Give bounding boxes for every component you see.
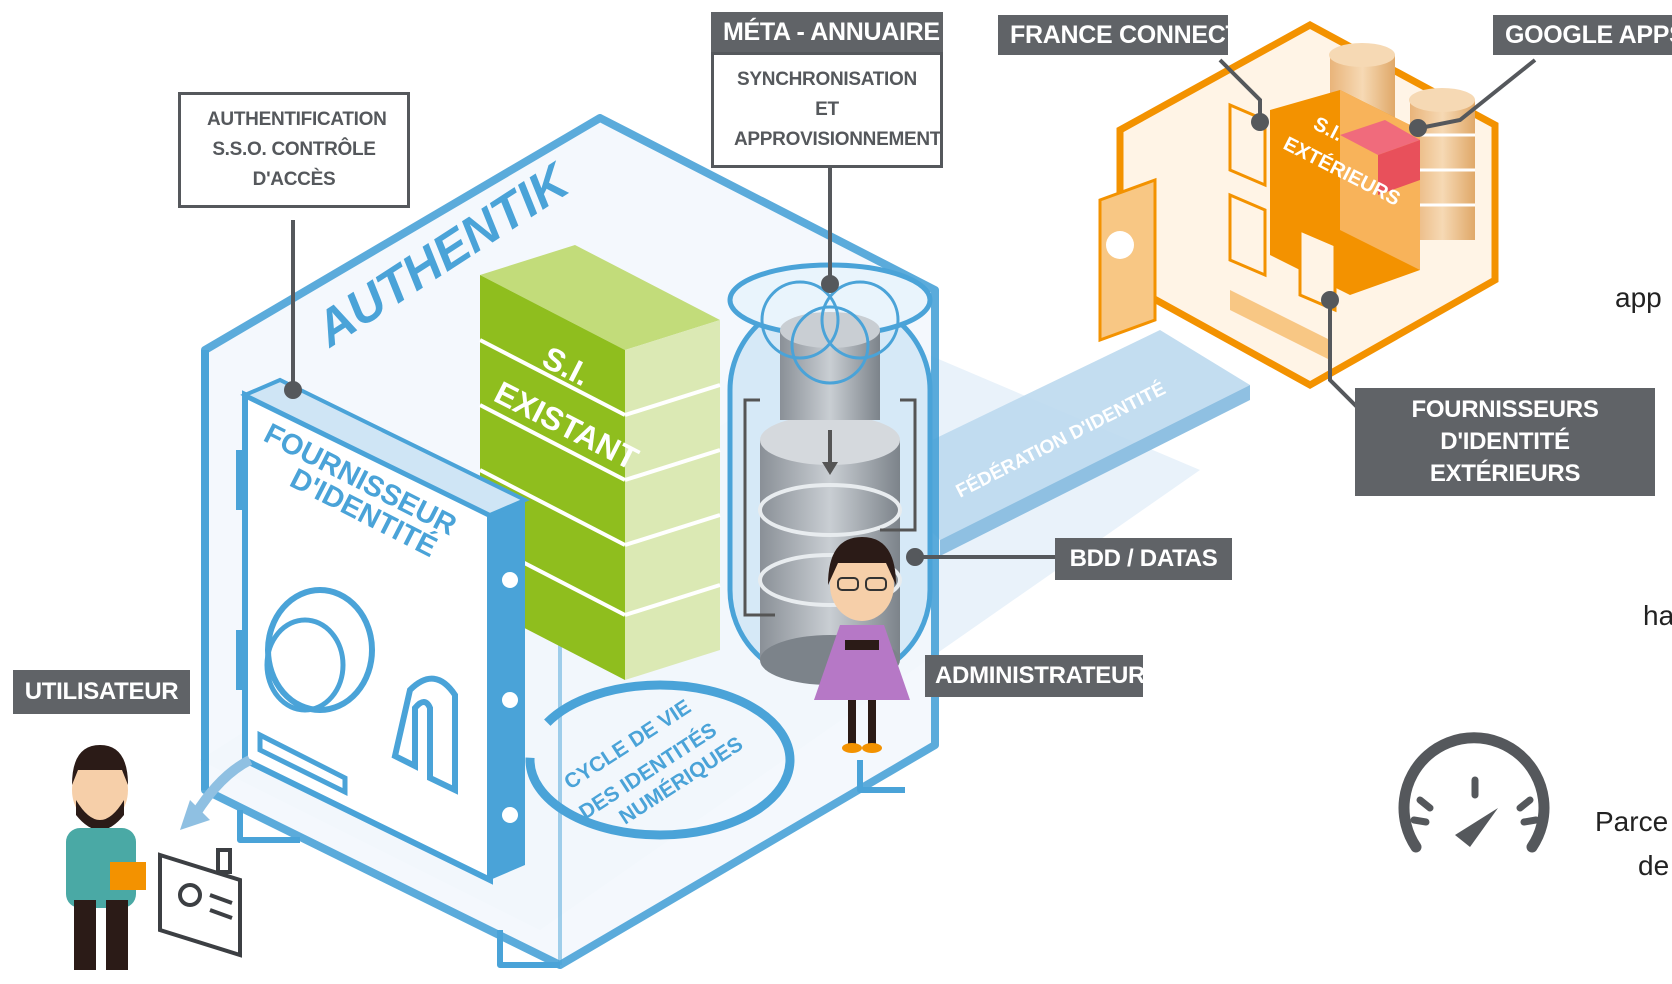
edge-text-3: Parce	[1595, 806, 1669, 837]
edge-text-1: app	[1615, 282, 1662, 313]
google-apps-label: GOOGLE APPS	[1493, 15, 1672, 55]
identity-provider-door: FOURNISSEUR D'IDENTITÉ	[236, 377, 530, 885]
utilisateur-label: UTILISATEUR	[13, 670, 190, 714]
connector-lines	[284, 58, 1537, 566]
exit-arrow-head	[180, 800, 210, 830]
speedometer-icon	[1398, 732, 1550, 853]
external-si-hexagon: S.I. EXTÉRIEURS	[1098, 21, 1499, 390]
edge-text-2: ha	[1643, 600, 1672, 631]
auth-sso-label: AUTHENTIFICATION S.S.O. CONTRÔLE D'ACCÈS	[178, 92, 410, 208]
bdd-datas-label: BDD / DATAS	[1055, 538, 1232, 580]
meta-annuaire-label: MÉTA - ANNUAIRE	[711, 12, 943, 52]
external-providers-label: FOURNISSEURS D'IDENTITÉ EXTÉRIEURS	[1355, 388, 1655, 496]
edge-text-4: de	[1638, 850, 1670, 881]
france-connect-label: FRANCE CONNECT	[998, 15, 1241, 55]
database-tower	[727, 262, 933, 685]
door-lock-icon	[1228, 102, 1337, 313]
user-figure	[66, 745, 146, 970]
id-badge-icon	[158, 848, 242, 958]
sync-label: SYNCHRONISATION ET APPROVISIONNEMENT	[711, 52, 943, 168]
administrateur-label: ADMINISTRATEUR	[925, 655, 1145, 697]
administrator-figure	[814, 537, 910, 753]
exit-arrow	[190, 755, 253, 818]
